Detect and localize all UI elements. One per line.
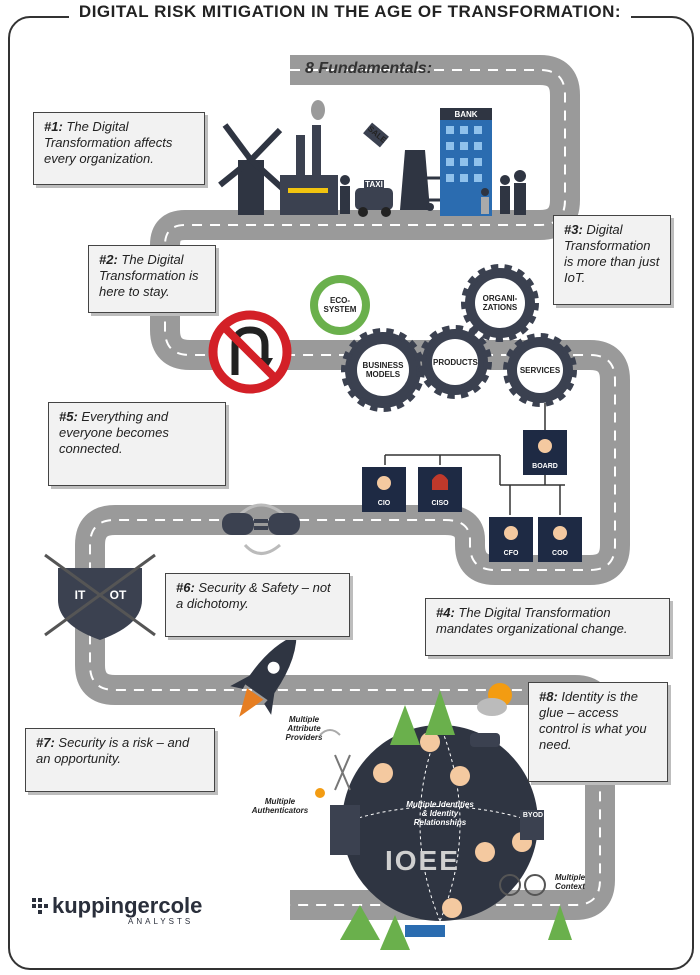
logo-subtitle: ANALYSTS: [128, 917, 194, 926]
gear-organizations-icon: [461, 264, 539, 342]
role-board: BOARD: [532, 463, 558, 470]
globe-icon: [315, 683, 572, 950]
shield-icon: [44, 553, 156, 640]
logo-dots-icon: [32, 898, 48, 914]
taxi-label: TAXI: [365, 180, 383, 189]
authenticators-label: Multiple Authenticators: [251, 797, 309, 815]
gear-services-icon: [503, 333, 577, 407]
role-cio: CIO: [377, 500, 391, 507]
attribute-providers-label: Multiple Attribute Providers: [285, 715, 323, 742]
callout-3: #3: Digital Transformation is more than …: [553, 215, 671, 305]
people-icon: [340, 170, 526, 215]
bank-label: BANK: [454, 110, 478, 119]
callout-5: #5: Everything and everyone becomes conn…: [48, 402, 226, 486]
role-ciso: CISO: [431, 500, 449, 507]
callout-8: #8: Identity is the glue – access contro…: [528, 682, 668, 782]
gear-products-label: PRODUCTS: [433, 358, 478, 367]
gear-products-icon: [418, 325, 492, 399]
taxi-icon: [355, 180, 393, 217]
no-uturn-sign-icon: [208, 310, 292, 394]
kuppingercole-logo: kuppingercole: [52, 893, 203, 918]
factory-icon: [280, 100, 338, 215]
callout-6: #6: Security & Safety – not a dichotomy.: [165, 573, 350, 637]
page-title: DIGITAL RISK MITIGATION IN THE AGE OF TR…: [68, 2, 632, 22]
org-chart: [384, 403, 565, 515]
rocket-icon: [230, 634, 297, 717]
context-label: Multiple Context: [554, 873, 586, 891]
callout-4: #4: The Digital Transformation mandates …: [425, 598, 670, 656]
callout-2: #2: The Digital Transformation is here t…: [88, 245, 216, 313]
callout-7: #7: Security is a risk – and an opportun…: [25, 728, 215, 792]
globe-center-label: Multiple Identities & Identity Relations…: [406, 800, 474, 827]
windmill-icon: [218, 123, 285, 215]
plug-icon: [222, 503, 300, 555]
shield-ot-label: OT: [109, 588, 127, 602]
gear-organizations-label: ORGANI-ZATIONS: [482, 294, 518, 312]
ioee-label: IOEE: [385, 845, 460, 876]
role-coo: COO: [552, 550, 568, 557]
gear-services-label: SERVICES: [519, 366, 561, 375]
gear-business-models-label: BUSINESS MODELS: [362, 361, 404, 379]
role-cfo: CFO: [503, 550, 519, 557]
callout-1: #1: The Digital Transformation affects e…: [33, 112, 205, 185]
gear-ecosystem-label: ECO-SYSTEM: [323, 296, 357, 314]
shield-it-label: IT: [74, 588, 86, 602]
gear-ecosystem-icon: [310, 275, 370, 335]
fundamentals-heading: 8 Fundamentals:: [305, 60, 433, 77]
byod-label: BYOD: [522, 812, 544, 819]
